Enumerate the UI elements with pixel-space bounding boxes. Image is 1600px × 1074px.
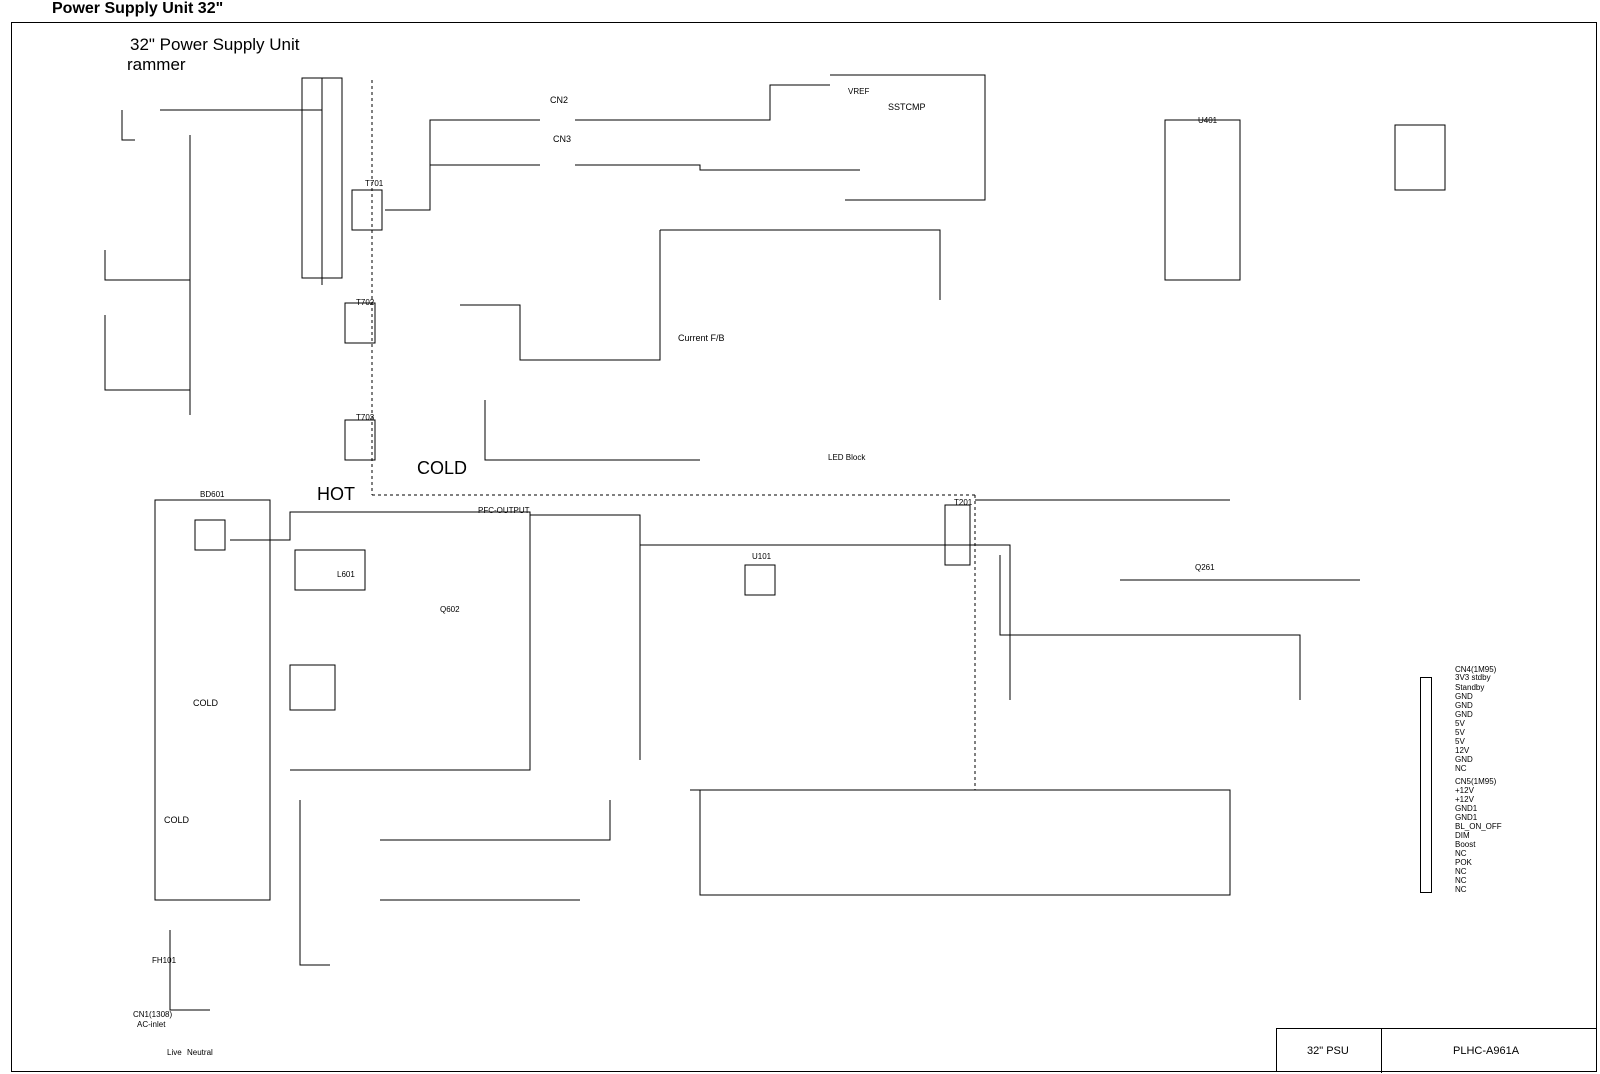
pin-label: 5V [1455, 719, 1465, 728]
connector-cn3: CN3 [553, 134, 572, 144]
ic-u401: U401 [1198, 116, 1218, 125]
pin-label: GND [1455, 692, 1473, 701]
schematic-subtitle: 32" Power Supply Unit [130, 35, 300, 54]
pin-label: +12V [1455, 786, 1474, 795]
pin-label: NC [1455, 876, 1467, 885]
cold-zone-label: COLD [417, 458, 468, 478]
schematic-subtitle-2: rammer [127, 55, 186, 74]
transformer-t201: T201 [954, 498, 973, 507]
fuse-holder-fh101: FH101 [152, 956, 177, 965]
pin-label: NC [1455, 849, 1467, 858]
led-block-label: LED Block [828, 453, 866, 462]
pin-label: DIM [1455, 831, 1470, 840]
neutral-label: Neutral [187, 1048, 213, 1057]
title-block-divider [1381, 1029, 1382, 1073]
pin-label: GND1 [1455, 813, 1478, 822]
pin-label: NC [1455, 885, 1467, 894]
transformer-t701: T701 [365, 179, 384, 188]
hot-zone-label: HOT [317, 484, 355, 504]
pfc-output-label: PFC-OUTPUT [478, 506, 530, 515]
connector-cn5-label: CN5(1M95) [1455, 777, 1497, 786]
sstcmp-label: SSTCMP [888, 102, 926, 112]
mosfet-q602: Q602 [440, 605, 460, 614]
pin-label: BL_ON_OFF [1455, 822, 1502, 831]
inductor-l601: L601 [337, 570, 355, 579]
live-label: Live [167, 1048, 182, 1057]
pin-label: POK [1455, 858, 1472, 867]
cold-zone-label-2: COLD [164, 815, 190, 825]
output-connector [1420, 677, 1432, 893]
title-block-name: 32" PSU [1307, 1045, 1349, 1057]
current-feedback-label: Current F/B [678, 333, 725, 343]
pin-label: GND1 [1455, 804, 1478, 813]
title-block-code: PLHC-A961A [1453, 1045, 1520, 1057]
mosfet-q261: Q261 [1195, 563, 1215, 572]
pin-label: GND [1455, 701, 1473, 710]
page-title: Power Supply Unit 32" [52, 0, 224, 17]
inlet-cn1: CN1(1308) [133, 1010, 173, 1019]
pin-label: GND [1455, 755, 1473, 764]
ic-u101: U101 [752, 552, 772, 561]
pin-label: NC [1455, 867, 1467, 876]
ac-inlet-label: AC-inlet [137, 1020, 166, 1029]
transformer-t703: T703 [356, 413, 375, 422]
pin-label: 5V [1455, 728, 1465, 737]
pin-label: 3V3 stdby [1455, 673, 1491, 682]
bridge-bd601: BD601 [200, 490, 225, 499]
schematic-sheet [11, 22, 1597, 1072]
pin-label: Standby [1455, 683, 1485, 692]
pin-label: Boost [1455, 840, 1476, 849]
cold-zone-label-3: COLD [193, 698, 219, 708]
pin-label: NC [1455, 764, 1467, 773]
transformer-t702: T702 [356, 298, 375, 307]
pin-label: +12V [1455, 795, 1474, 804]
pin-label: 12V [1455, 746, 1470, 755]
connector-cn2: CN2 [550, 95, 569, 105]
vref-label: VREF [848, 87, 870, 96]
connector-cn4-label: CN4(1M95) [1455, 665, 1497, 674]
title-block: 32" PSU PLHC-A961A [1276, 1028, 1596, 1073]
pin-label: 5V [1455, 737, 1465, 746]
pin-label: GND [1455, 710, 1473, 719]
